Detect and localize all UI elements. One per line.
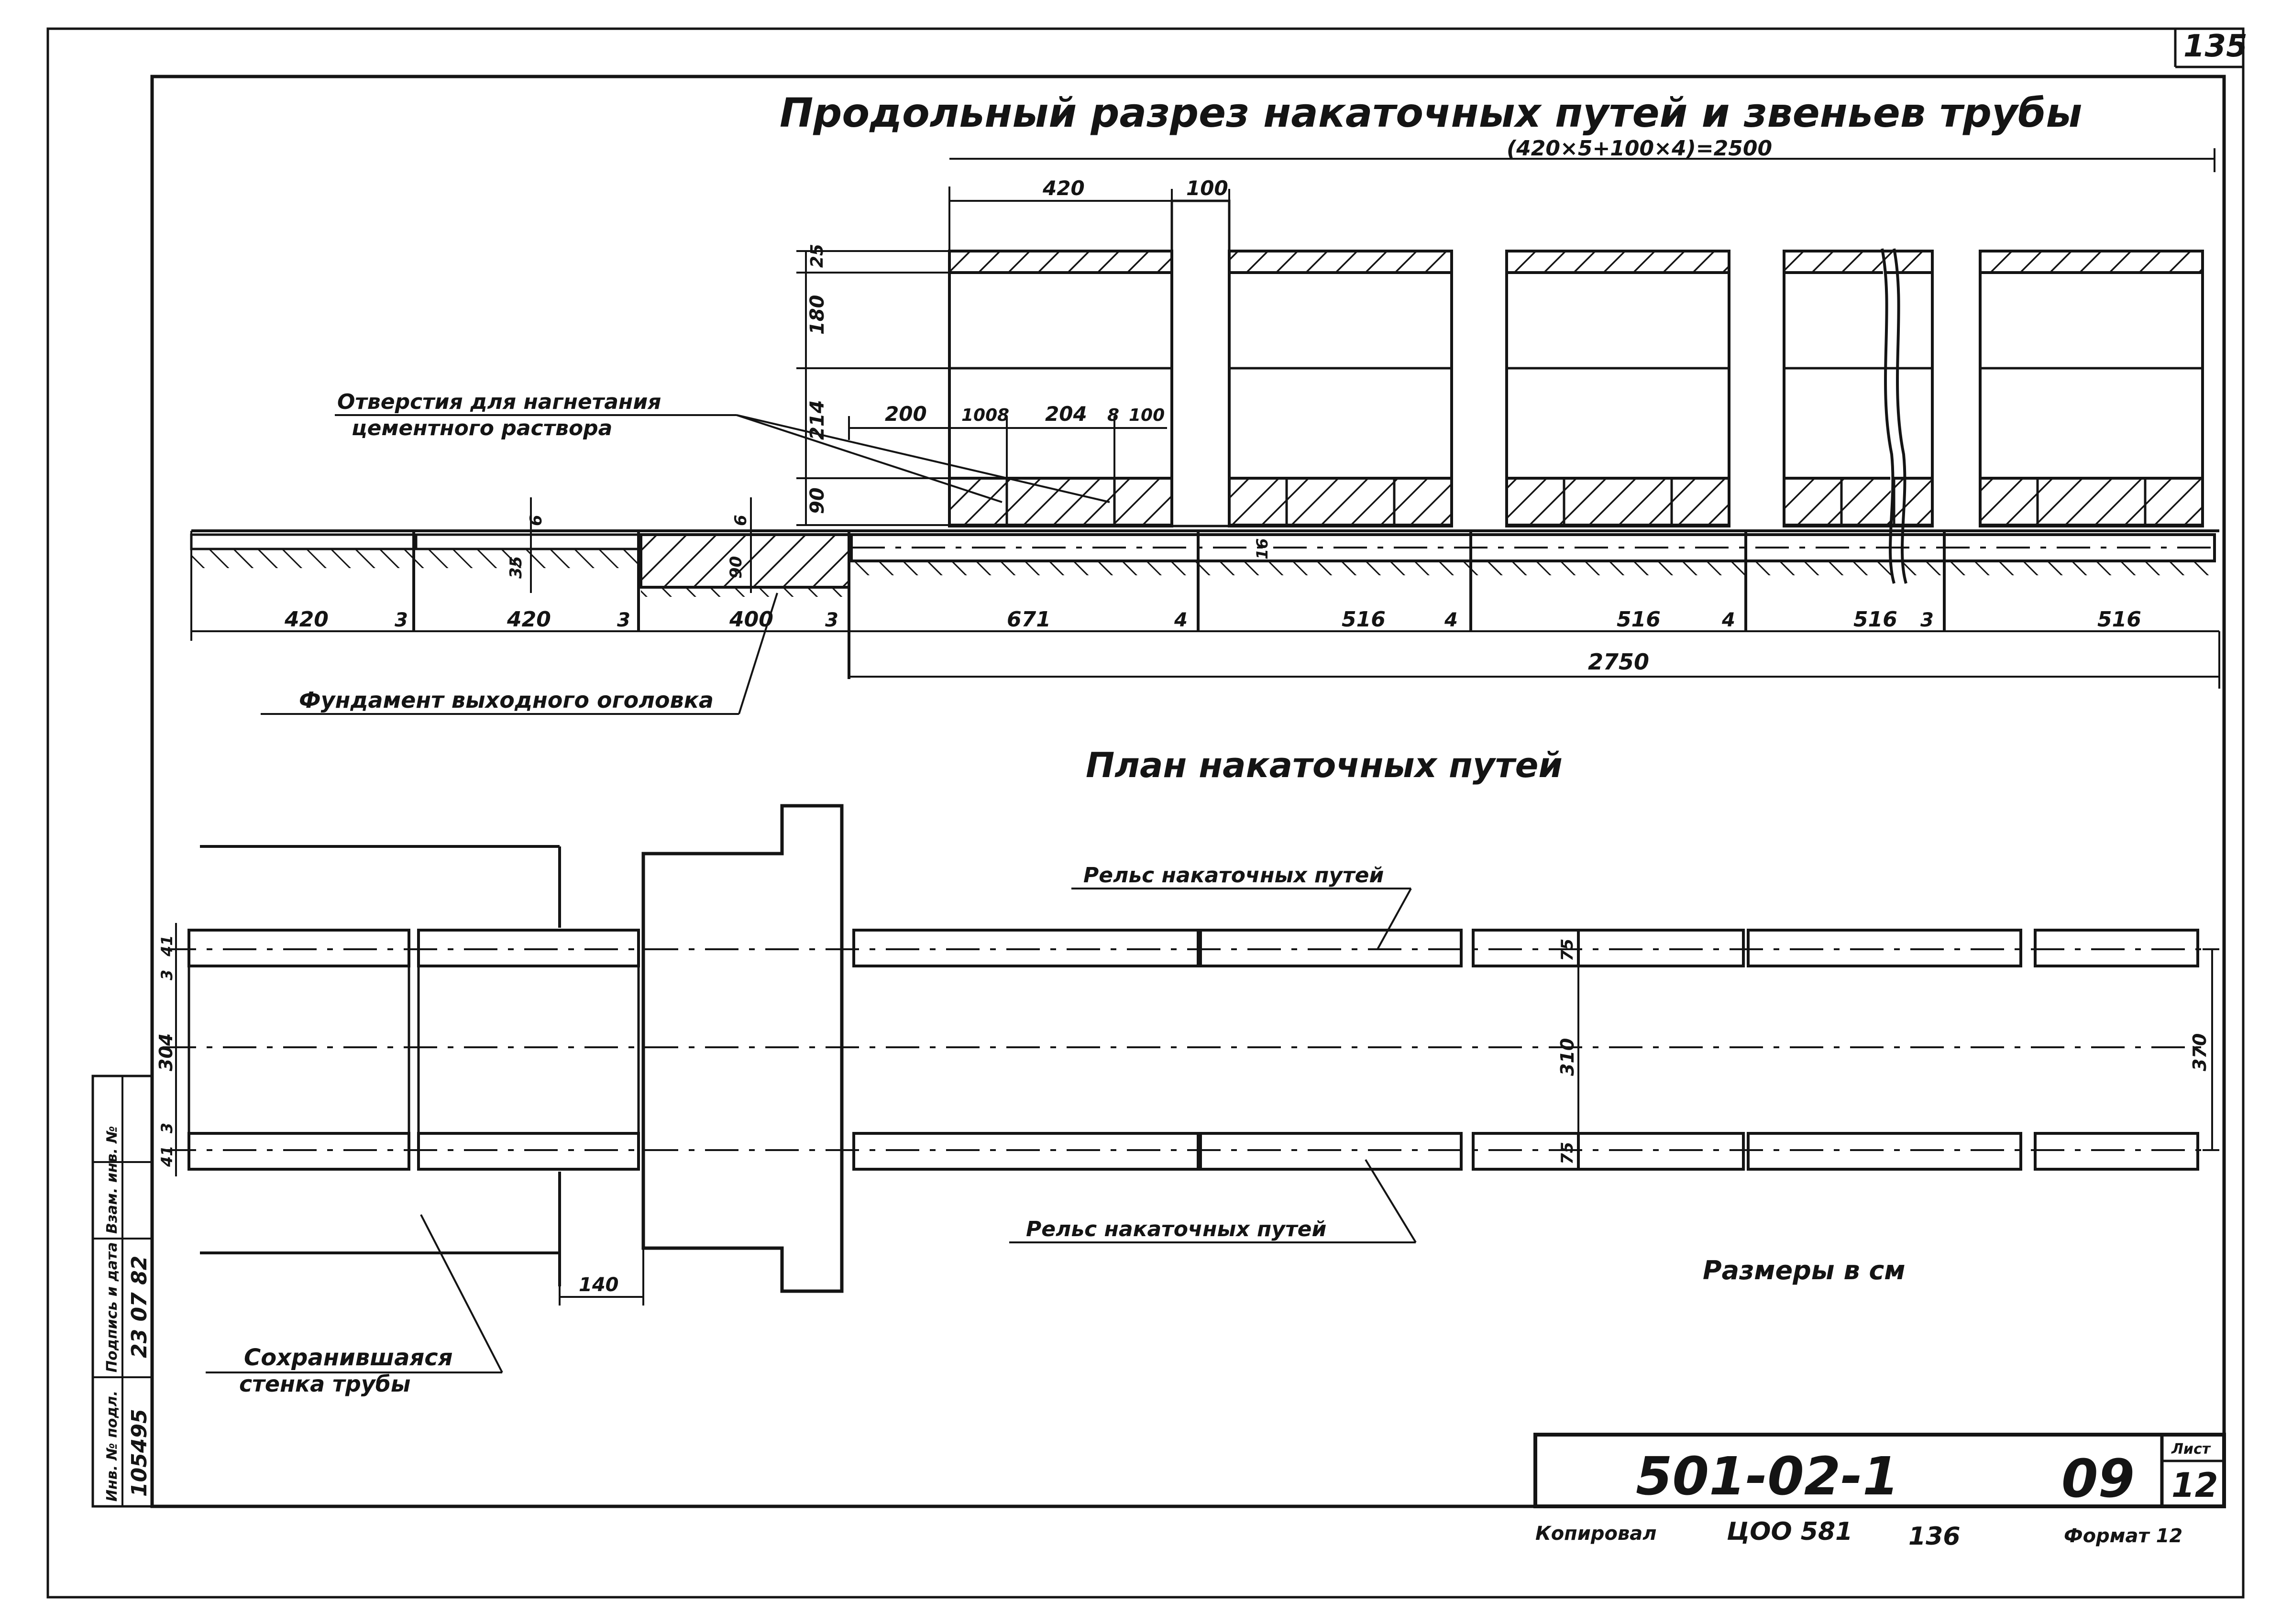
rail-block [1199, 929, 1463, 967]
stamp-col2-header: Подпись и дата [104, 1242, 121, 1372]
wall-note-line2: стенка трубы [239, 1371, 410, 1397]
found-dim-6b: 6 [731, 515, 750, 526]
copied-label: Копировал [1535, 1523, 1657, 1545]
stamp-col2-value: 23 07 82 [127, 1256, 152, 1358]
plan-dim-370: 370 [2189, 1033, 2210, 1071]
height-90: 90 [806, 487, 828, 514]
found-dim-90: 90 [727, 556, 746, 579]
stamp-col1-value: 105495 [127, 1409, 152, 1497]
bottom-dim-671: 671 [1007, 607, 1051, 632]
format-label: Формат 12 [2064, 1525, 2182, 1547]
rail-block [1199, 1132, 1463, 1171]
holes-dim-204: 204 [1045, 402, 1087, 426]
plan-left-304: 304 [155, 1033, 176, 1071]
order-number: 136 [1908, 1522, 1961, 1551]
bottom-dim-4b: 4 [1444, 609, 1458, 631]
rail-block [1577, 929, 1745, 967]
bottom-dim-516b: 516 [1617, 607, 1661, 632]
pipe-segment-3 [1505, 250, 1730, 527]
wall-note-line1: Сохранившаяся [244, 1344, 453, 1371]
sheet-number: 12 [2171, 1466, 2218, 1505]
rail-dim-16: 16 [1253, 538, 1271, 560]
plan-dim-310: 310 [1557, 1038, 1578, 1076]
section-formula: (420×5+100×4)=2500 [1507, 136, 1772, 161]
pipe-segment-1 [948, 250, 1173, 527]
holes-dim-200: 200 [885, 402, 927, 426]
rail-block [852, 1132, 1200, 1171]
holes-note-line2: цементного раствора [352, 416, 612, 440]
plan-left-41a: 41 [158, 935, 176, 957]
bottom-dim-516c: 516 [1853, 607, 1897, 632]
bottom-dim-4c: 4 [1721, 609, 1735, 631]
stamp-col1-header: Инв. № подл. [104, 1391, 121, 1502]
rail-block [2034, 929, 2199, 967]
bottom-dim-3b: 3 [617, 609, 630, 631]
holes-note-line1: Отверстия для нагнетания [337, 390, 661, 414]
rail-label-bottom: Рельс накаточных путей [1026, 1217, 1326, 1241]
plan-left-3b: 3 [158, 1123, 176, 1133]
units-note: Размеры в см [1703, 1255, 1906, 1285]
order-code: ЦОО 581 [1727, 1517, 1852, 1546]
pipe-segment-4 [1783, 248, 1934, 584]
bottom-dim-3d: 3 [1920, 609, 1934, 631]
rail-block [2034, 1132, 2199, 1171]
found-dim-35: 35 [507, 556, 526, 579]
sheet-label: Лист [2171, 1441, 2211, 1458]
holes-dim-8a: 8 [997, 406, 1009, 425]
bottom-dim-516a: 516 [1342, 607, 1386, 632]
holes-dim-100a: 100 [961, 406, 997, 425]
rail-label-top: Рельс накаточных путей [1083, 863, 1384, 888]
foundation-note: Фундамент выходного оголовка [299, 687, 714, 713]
plan-left-41b: 41 [158, 1145, 176, 1167]
sheet-code: 09 [2061, 1448, 2135, 1509]
page-number: 135 [2183, 29, 2248, 64]
height-180: 180 [806, 295, 828, 335]
dim-100-top: 100 [1186, 176, 1228, 200]
stamp-col3-header: Взам. инв. № [104, 1126, 121, 1234]
pipe-segment-2 [1228, 250, 1453, 527]
plan-view: 41 3 304 3 41 75 310 75 370 Рельс накато… [155, 804, 2219, 1397]
dim-420-top: 420 [1042, 176, 1085, 200]
plan-dim-75-top: 75 [1558, 939, 1577, 961]
rail-block [852, 929, 1200, 967]
section-title: Продольный разрез накаточных путей и зве… [780, 89, 2082, 136]
holes-dim-8b: 8 [1107, 406, 1119, 425]
pipe-segment-5 [1979, 250, 2204, 527]
holes-dim-100b: 100 [1129, 406, 1165, 425]
rail-block [1747, 1132, 2022, 1171]
rail-block [1577, 1132, 1745, 1171]
bottom-dim-3a: 3 [395, 609, 408, 631]
plan-dim-140: 140 [579, 1274, 619, 1296]
plan-dim-75-bottom: 75 [1558, 1142, 1577, 1164]
plan-title: План накаточных путей [1086, 745, 1563, 785]
bottom-dim-4a: 4 [1174, 609, 1188, 631]
bottom-dim-3c: 3 [825, 609, 838, 631]
bottom-dim-420a: 420 [284, 607, 329, 632]
plan-left-3a: 3 [158, 970, 176, 980]
bottom-dim-420b: 420 [507, 607, 551, 632]
title-block: 501-02-1 09 Лист 12 Копировал ЦОО 581 13… [1533, 1433, 2226, 1551]
bottom-dim-516d: 516 [2097, 607, 2141, 632]
sheet-frame: 135 [46, 27, 2248, 1599]
found-dim-6a: 6 [527, 515, 546, 526]
height-25: 25 [807, 244, 827, 268]
side-stamp: Инв. № подл. 105495 Подпись и дата 23 07… [91, 1075, 154, 1508]
rail-block [1747, 929, 2022, 967]
total-dim-2750: 2750 [1588, 649, 1649, 675]
drawing-code: 501-02-1 [1636, 1446, 1899, 1507]
longitudinal-section: 420 100 25 180 214 90 [190, 148, 2220, 715]
